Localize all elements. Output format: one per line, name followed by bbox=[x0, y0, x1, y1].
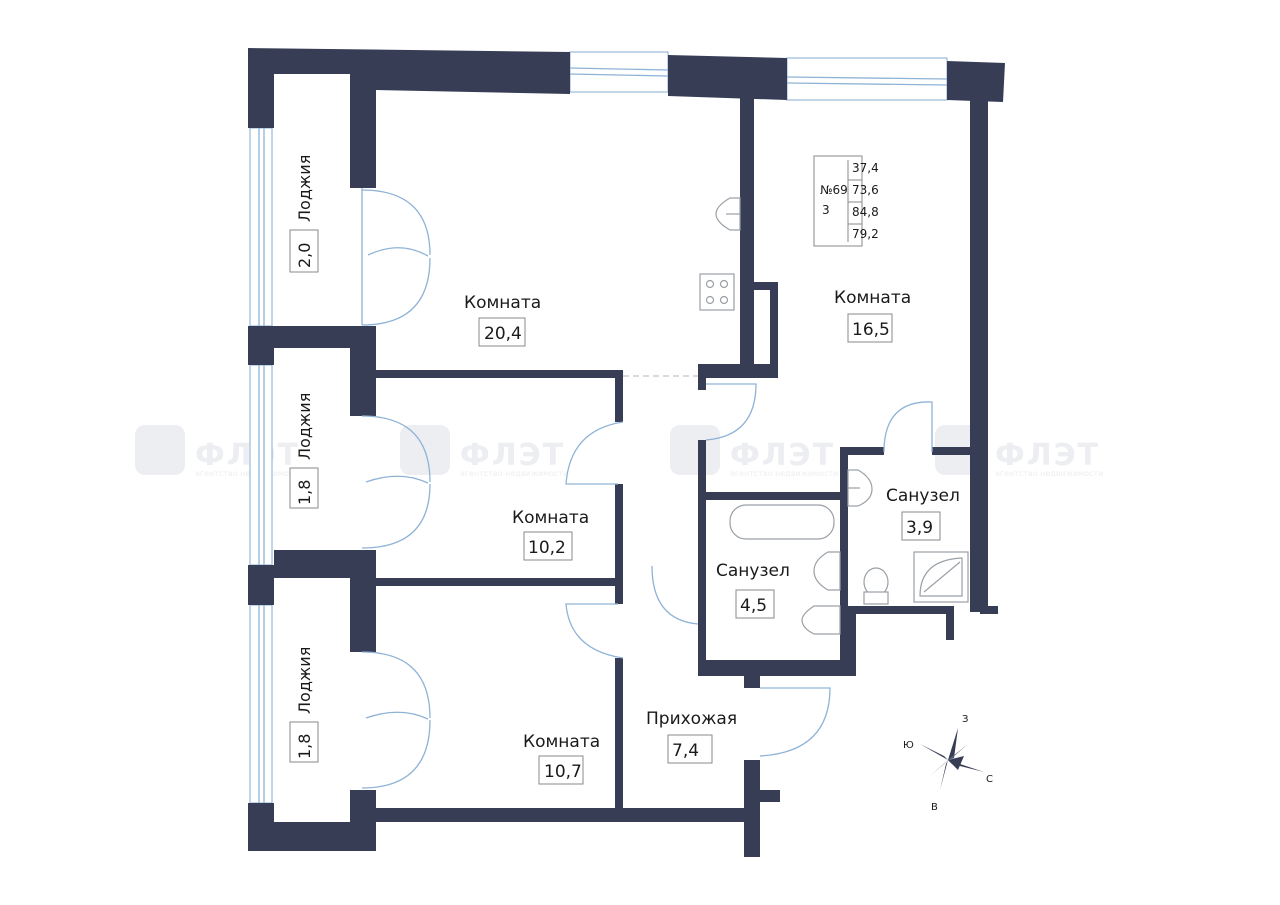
room-large-name: Комната bbox=[464, 293, 541, 313]
bath-left-label: Санузел 4,5 bbox=[716, 561, 790, 619]
loggia-mid-name: Лоджия bbox=[295, 393, 314, 460]
room-right-label: Комната 16,5 bbox=[834, 288, 911, 343]
room-large-area: 20,4 bbox=[484, 324, 522, 344]
window-loggia-top bbox=[249, 127, 273, 327]
windows bbox=[249, 51, 948, 804]
stove-icon bbox=[699, 273, 735, 311]
compass-w: Ю bbox=[903, 740, 914, 751]
hallway-label: Прихожая 7,4 bbox=[646, 709, 737, 764]
apartment-rooms: 3 bbox=[822, 203, 830, 217]
kitchen-sink-icon bbox=[715, 197, 741, 231]
doors bbox=[361, 188, 933, 789]
fixtures bbox=[699, 197, 969, 635]
window-top-left bbox=[569, 51, 669, 93]
shower-tray-icon bbox=[913, 551, 969, 603]
room-mid-area: 10,2 bbox=[528, 538, 566, 558]
window-loggia-bottom bbox=[249, 604, 273, 804]
watermark-tagline: агентство недвижимости bbox=[460, 469, 568, 478]
hallway-name: Прихожая bbox=[646, 709, 737, 729]
room-bottom-area: 10,7 bbox=[544, 762, 582, 782]
loggia-top-label: 2,0 Лоджия bbox=[289, 155, 319, 273]
loggia-mid-label: 1,8 Лоджия bbox=[289, 393, 319, 509]
bath-left-area: 4,5 bbox=[740, 596, 767, 616]
bathtub-icon bbox=[729, 504, 835, 540]
loggia-bottom-name: Лоджия bbox=[295, 647, 314, 714]
loggia-mid-area: 1,8 bbox=[295, 480, 314, 505]
watermark-right: ФЛЭТ агентство недвижимости bbox=[670, 425, 838, 478]
walls bbox=[248, 48, 1005, 857]
watermark-brand: ФЛЭТ bbox=[195, 438, 300, 473]
loggia-bottom-area: 1,8 bbox=[295, 734, 314, 759]
compass-e: С bbox=[986, 774, 993, 785]
room-bottom-label: Комната 10,7 bbox=[523, 732, 600, 785]
info-box bbox=[813, 155, 863, 247]
watermark-left: ФЛЭТ агентство недвижимости bbox=[135, 425, 303, 478]
area-reduced: 79,2 bbox=[852, 227, 879, 241]
room-bottom-name: Комната bbox=[523, 732, 600, 752]
compass-n: З bbox=[962, 714, 968, 725]
apartment-info: №69 3 37,4 73,6 84,8 79,2 bbox=[813, 155, 879, 247]
apartment-number: №69 bbox=[820, 183, 848, 197]
loggia-top-area: 2,0 bbox=[295, 243, 314, 268]
room-mid-name: Комната bbox=[512, 508, 589, 528]
bath-right-area: 3,9 bbox=[906, 518, 933, 538]
room-large-label: Комната 20,4 bbox=[464, 293, 541, 347]
toilet-left-icon bbox=[801, 605, 841, 635]
bath-left-name: Санузел bbox=[716, 561, 790, 581]
watermark-tagline: агентство недвижимости bbox=[995, 469, 1103, 478]
washbasin-icon bbox=[813, 551, 841, 591]
compass-s: В bbox=[931, 802, 938, 813]
loggia-bottom-label: 1,8 Лоджия bbox=[289, 647, 319, 763]
watermark-brand: ФЛЭТ bbox=[730, 438, 835, 473]
room-right-area: 16,5 bbox=[852, 320, 890, 340]
watermark-tagline: агентство недвижимости bbox=[730, 469, 838, 478]
room-right-name: Комната bbox=[834, 288, 911, 308]
window-loggia-mid bbox=[249, 364, 273, 566]
hallway-area: 7,4 bbox=[672, 741, 699, 761]
area-living: 37,4 bbox=[852, 161, 879, 175]
washbasin-right-icon bbox=[847, 469, 873, 507]
area-total: 73,6 bbox=[852, 183, 879, 197]
room-mid-label: Комната 10,2 bbox=[512, 508, 589, 561]
bath-right-name: Санузел bbox=[886, 486, 960, 506]
room-labels: 2,0 Лоджия 1,8 Лоджия 1,8 Лоджия Комната… bbox=[289, 155, 960, 785]
loggia-top-name: Лоджия bbox=[295, 155, 314, 222]
compass-rose-icon: З С В Ю bbox=[903, 714, 993, 813]
watermark-tagline: агентство недвижимости bbox=[195, 469, 303, 478]
watermark-brand: ФЛЭТ bbox=[995, 438, 1100, 473]
toilet-right-icon bbox=[863, 567, 889, 605]
bath-right-label: Санузел 3,9 bbox=[886, 486, 960, 541]
area-with-loggia: 84,8 bbox=[852, 205, 879, 219]
watermark-brand: ФЛЭТ bbox=[460, 438, 565, 473]
